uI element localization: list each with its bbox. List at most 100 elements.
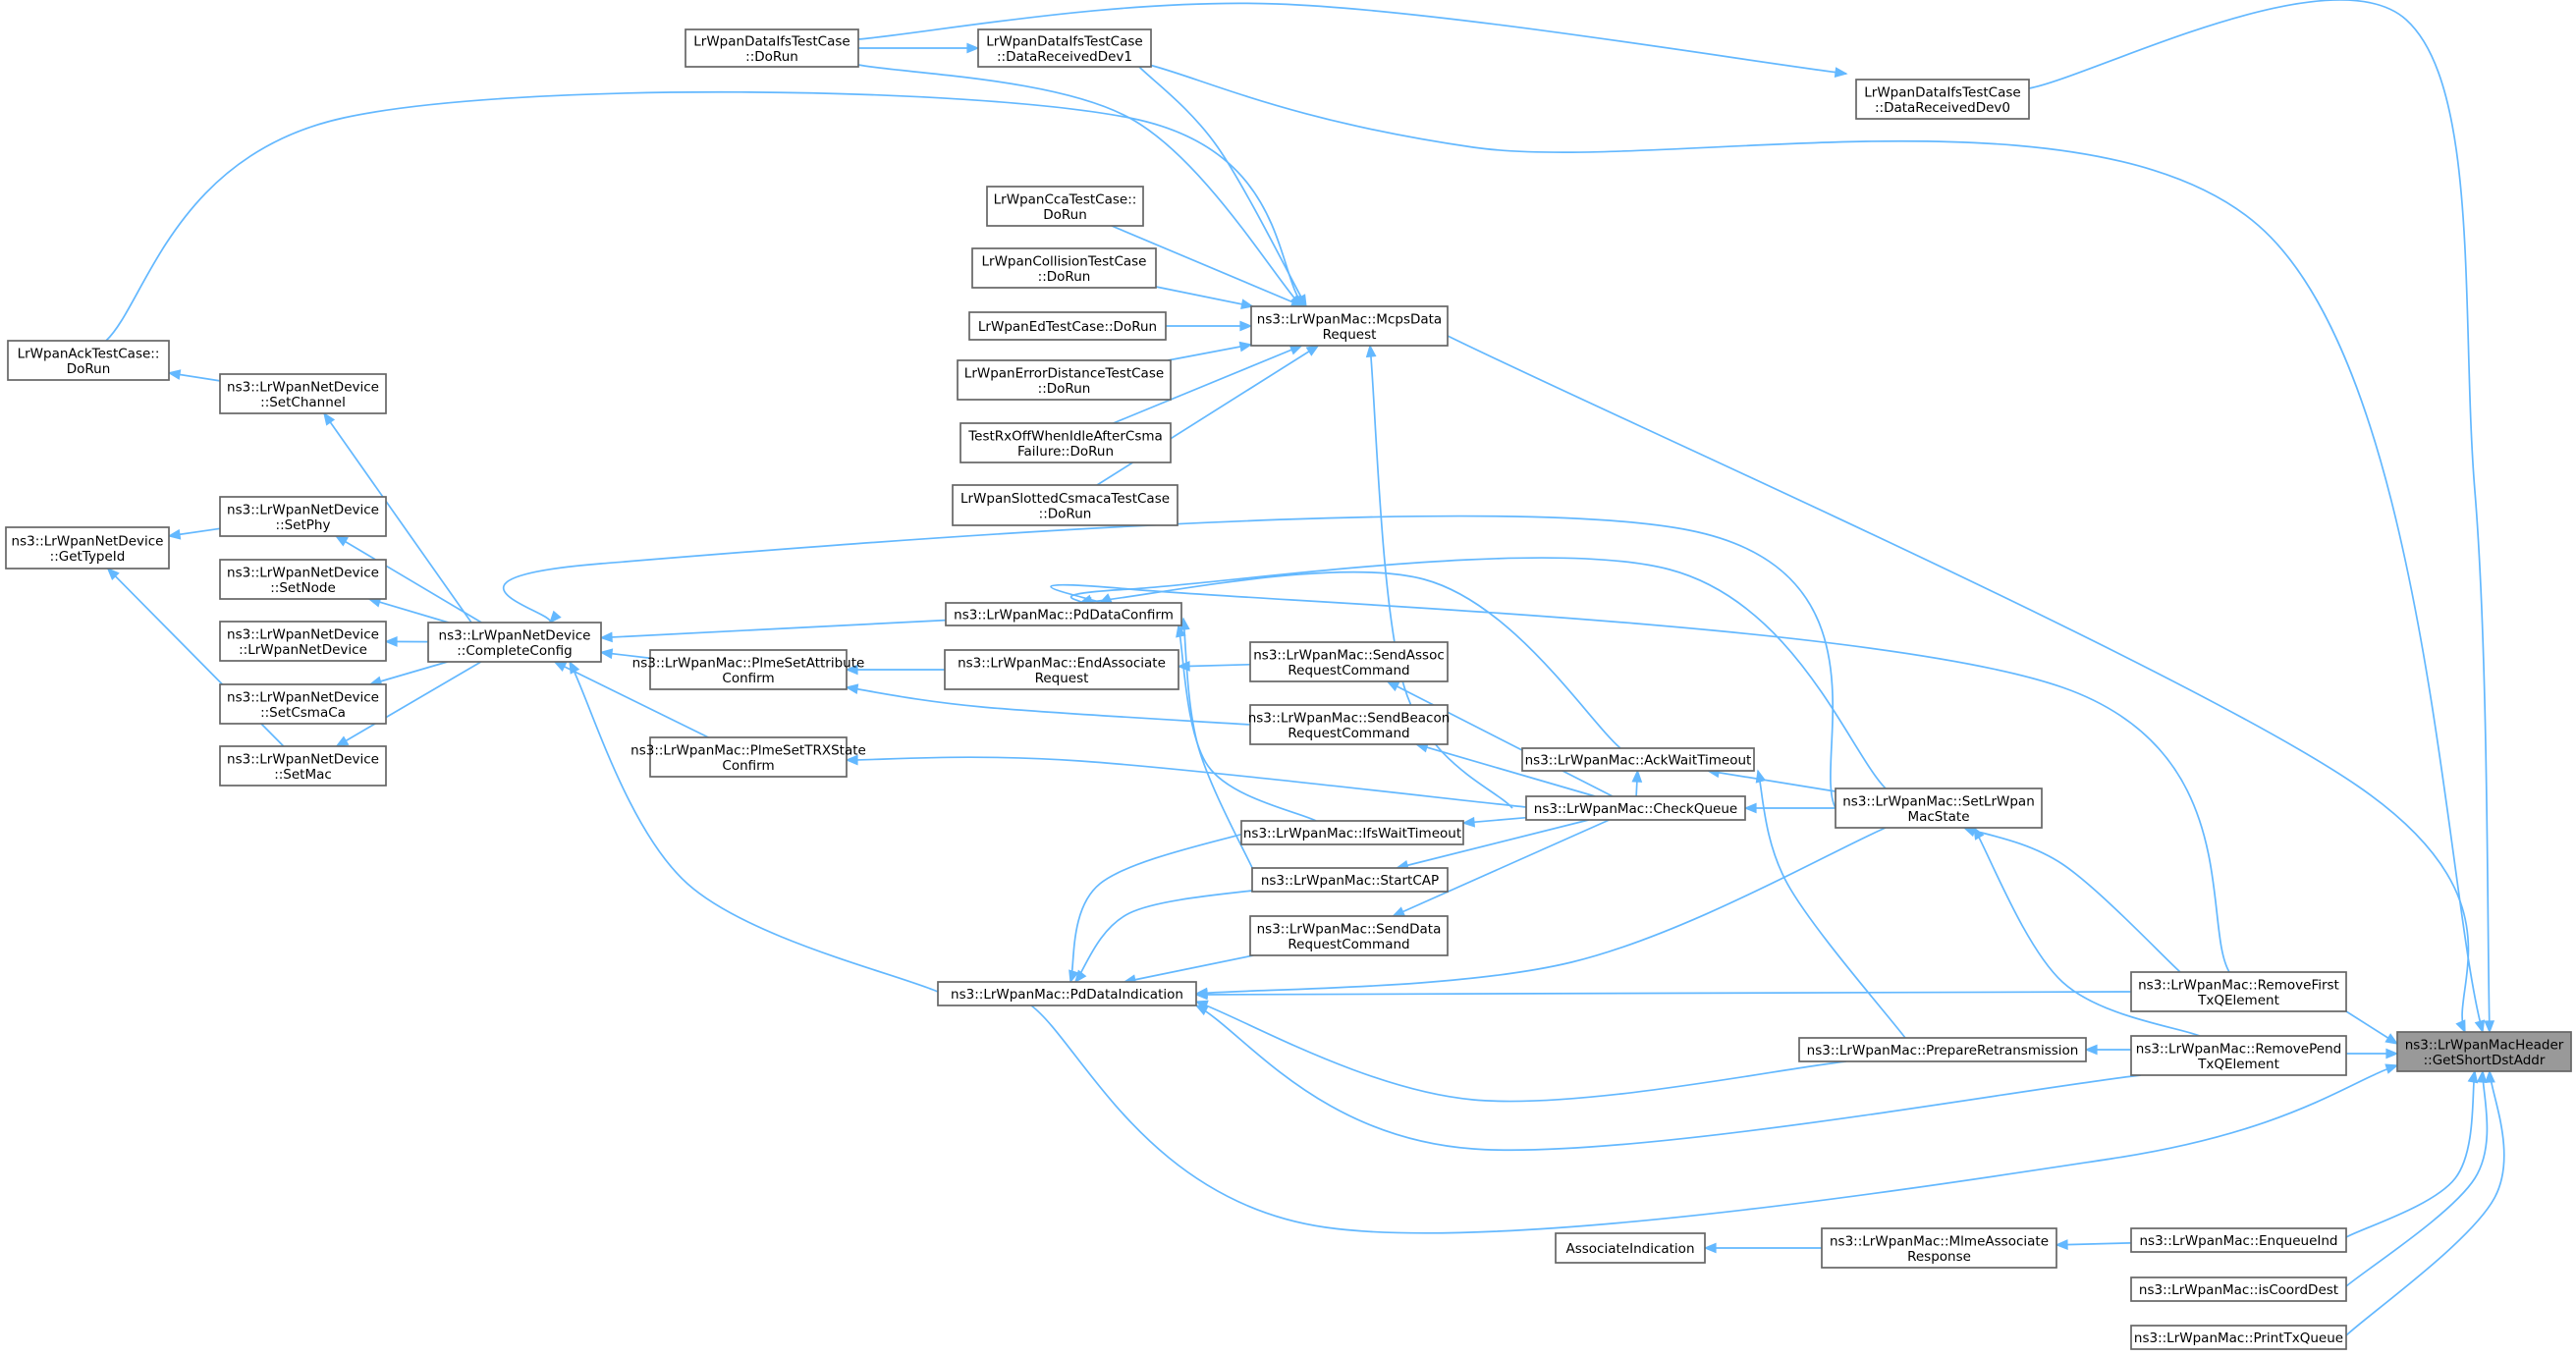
edge-enqueueInd-to-root [2345,1069,2479,1238]
node-label: RequestCommand [1288,726,1409,741]
edge-setState-to-ackWait [1706,767,1836,792]
node-enqueueInd[interactable]: ns3::LrWpanMac::EnqueueInd [2130,1227,2347,1253]
edge-ifsWait-to-pdDataInd [1069,829,1258,984]
node-box [1525,795,1746,821]
edge-errDoRun-to-mcps [1167,341,1253,361]
node-errDoRun[interactable]: LrWpanErrorDistanceTestCase::DoRun [957,359,1172,401]
node-box [2130,1325,2347,1350]
edge-ifsWait-to-pdDataConfirm [1176,624,1317,822]
edge-line [105,90,1305,342]
node-setCsmaCa[interactable]: ns3::LrWpanNetDevice::SetCsmaCa [219,683,387,725]
node-setNode[interactable]: ns3::LrWpanNetDevice::SetNode [219,559,387,600]
edge-line [369,661,448,685]
node-ackWait[interactable]: ns3::LrWpanMac::AckWaitTimeout [1521,747,1755,772]
node-label: ns3::LrWpanNetDevice [227,751,379,767]
arrowhead [1069,969,1079,984]
node-label: MacState [1907,809,1969,825]
node-box [2396,1031,2572,1072]
node-box [1240,820,1464,845]
edge-startCap-to-pdDataInd [1074,888,1268,984]
node-setMac[interactable]: ns3::LrWpanNetDevice::SetMac [219,745,387,787]
node-ifsWait[interactable]: ns3::LrWpanMac::IfsWaitTimeout [1240,820,1464,845]
node-label: ::DataReceivedDev0 [1875,100,2010,116]
edge-pdDataConfirm-to-completeConfig [599,619,947,643]
node-pdDataInd[interactable]: ns3::LrWpanMac::PdDataIndication [937,981,1197,1006]
edge-removeFirst-to-root [2345,1010,2399,1045]
node-pdDataConfirm[interactable]: ns3::LrWpanMac::PdDataConfirm [945,602,1182,626]
node-box [1821,1227,2057,1269]
edge-setState-to-pdDataConfirm [1069,557,1887,789]
node-edDoRun[interactable]: LrWpanEdTestCase::DoRun [968,311,1167,341]
node-label: ns3::LrWpanNetDevice [227,502,379,517]
edge-line [846,756,1527,808]
arrowhead [1391,906,1406,917]
node-ifsDev0[interactable]: LrWpanDataIfsTestCase::DataReceivedDev0 [1855,79,2030,120]
node-label: ns3::LrWpanMac::RemoveFirst [2138,977,2339,993]
node-ccaDoRun[interactable]: LrWpanCcaTestCase::DoRun [986,186,1144,227]
node-box [685,28,859,68]
arrowhead [845,754,858,766]
node-box [219,683,387,725]
node-box [2130,1276,2347,1302]
edge-line [1178,663,1251,668]
node-box [1555,1232,1706,1264]
node-box [937,981,1197,1006]
node-collDoRun[interactable]: LrWpanCollisionTestCase::DoRun [971,247,1157,289]
arrowhead [1239,320,1253,332]
edge-line [1195,827,1887,995]
node-label: RequestCommand [1288,663,1409,678]
node-label: ::SetMac [274,767,332,783]
arrowhead [1176,624,1186,638]
node-completeConfig[interactable]: ns3::LrWpanNetDevice::CompleteConfig [427,622,602,663]
node-label: Request [1035,671,1089,686]
edge-removePend-to-root [2346,1048,2399,1059]
edge-edDoRun-to-mcps [1166,320,1253,332]
edge-sendData-to-pdDataInd [1123,954,1254,985]
node-label: ns3::LrWpanMac::PrepareRetransmission [1807,1043,2079,1058]
arrowhead [1238,341,1253,353]
node-assocInd[interactable]: AssociateIndication [1555,1232,1706,1264]
edge-setState-to-pdDataInd [1194,827,1887,999]
node-label: ns3::LrWpanMac::EndAssociate [958,655,1166,671]
node-label: Confirm [722,758,774,774]
node-checkQueue[interactable]: ns3::LrWpanMac::CheckQueue [1525,795,1746,821]
node-ctor[interactable]: ns3::LrWpanNetDevice::LrWpanNetDevice [219,621,387,662]
edge-removePend-to-setState [1973,826,2201,1037]
node-root: ns3::LrWpanMacHeader::GetShortDstAddr [2396,1031,2572,1072]
node-label: ::DoRun [745,49,798,65]
node-box [219,621,387,662]
node-ackDoRun[interactable]: LrWpanAckTestCase::DoRun [7,340,170,381]
node-getTypeId[interactable]: ns3::LrWpanNetDevice::GetTypeId [5,526,170,570]
edge-line [1030,1004,2398,1234]
node-slottedDoRun[interactable]: LrWpanSlottedCsmacaTestCase::DoRun [952,484,1178,526]
arrowhead [2476,1069,2488,1083]
node-box [945,602,1182,626]
node-prepRetx[interactable]: ns3::LrWpanMac::PrepareRetransmission [1798,1037,2087,1062]
node-label: ns3::LrWpanNetDevice [12,533,164,549]
node-startCap[interactable]: ns3::LrWpanMac::StartCAP [1251,867,1449,893]
arrowhead [1973,826,1985,841]
node-box [649,736,848,778]
node-label: ns3::LrWpanNetDevice [227,689,379,705]
node-ifsDev1[interactable]: LrWpanDataIfsTestCase::DataReceivedDev1 [977,28,1152,68]
node-isCoordDest[interactable]: ns3::LrWpanMac::isCoordDest [2130,1276,2347,1302]
node-printTxQueue[interactable]: ns3::LrWpanMac::PrintTxQueue [2130,1325,2347,1350]
node-label: ::LrWpanNetDevice [239,642,367,658]
node-ifsDoRun[interactable]: LrWpanDataIfsTestCase::DoRun [685,28,859,68]
node-setChannel[interactable]: ns3::LrWpanNetDevice::SetChannel [219,373,387,414]
node-setPhy[interactable]: ns3::LrWpanNetDevice::SetPhy [219,496,387,537]
node-label: DoRun [67,361,111,377]
node-box [1250,305,1449,347]
